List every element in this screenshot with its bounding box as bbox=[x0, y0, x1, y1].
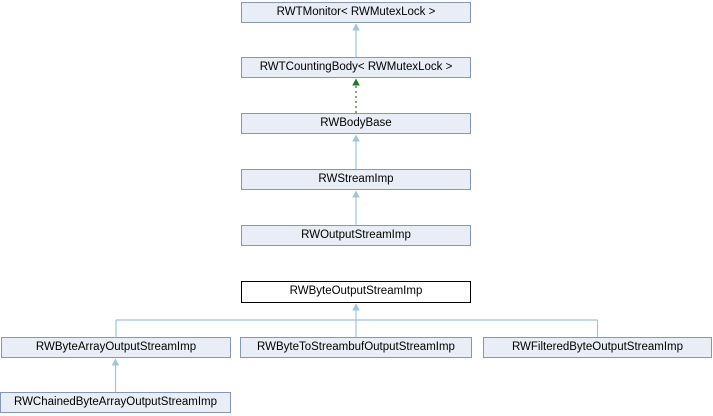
arrowhead-icon bbox=[352, 134, 360, 142]
class-node-rwfilteredbyteoutputstreamimp[interactable]: RWFilteredByteOutputStreamImp bbox=[483, 337, 712, 358]
arrowhead-icon bbox=[352, 303, 360, 311]
class-node-rwbyteoutputstreamimp: RWByteOutputStreamImp bbox=[241, 281, 471, 303]
class-node-rwbodybase[interactable]: RWBodyBase bbox=[241, 113, 471, 134]
class-node-rwbytetostreambufoutputstreamimp[interactable]: RWByteToStreambufOutputStreamImp bbox=[240, 337, 472, 358]
class-node-rwtcountingbody[interactable]: RWTCountingBody< RWMutexLock > bbox=[241, 57, 471, 78]
class-node-rwchainedbytearrayoutputstreamimp[interactable]: RWChainedByteArrayOutputStreamImp bbox=[0, 392, 231, 413]
class-node-rwstreamimp[interactable]: RWStreamImp bbox=[241, 169, 471, 190]
class-node-rwtmonitor[interactable]: RWTMonitor< RWMutexLock > bbox=[241, 2, 471, 23]
arrowhead-icon bbox=[352, 78, 360, 86]
arrowhead-icon bbox=[111, 358, 120, 366]
arrowhead-icon bbox=[352, 23, 360, 31]
class-node-rwbytearrayoutputstreamimp[interactable]: RWByteArrayOutputStreamImp bbox=[1, 337, 231, 358]
class-node-rwoutputstreamimp[interactable]: RWOutputStreamImp bbox=[241, 225, 471, 246]
arrowhead-icon bbox=[352, 190, 360, 198]
